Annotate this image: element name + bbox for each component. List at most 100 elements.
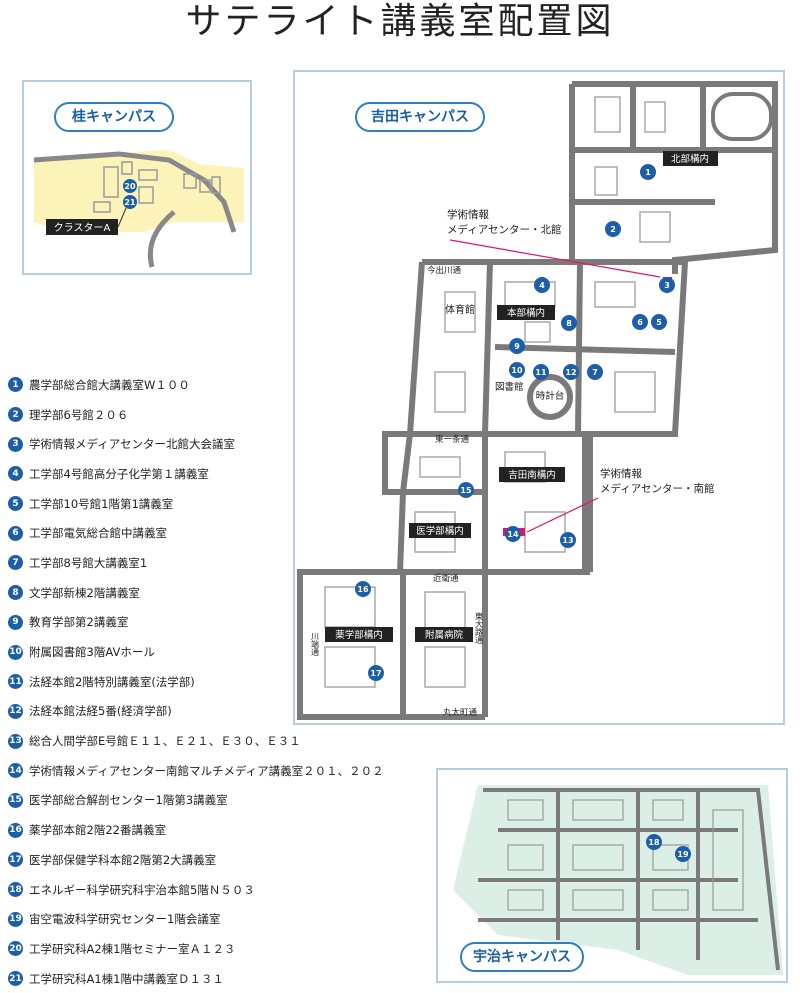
marker-5[interactable] bbox=[651, 314, 667, 330]
marker-21[interactable] bbox=[123, 195, 137, 209]
marker-16[interactable] bbox=[355, 581, 371, 597]
uji-map: 18 19 bbox=[453, 785, 783, 975]
legend-text: 工学部4号館高分子化学第１講義室 bbox=[29, 466, 209, 481]
yoshida-roads bbox=[297, 81, 778, 720]
legend-number-badge: 2 bbox=[8, 407, 23, 423]
legend-text: 文学部新棟2階講義室 bbox=[29, 585, 140, 600]
legend-number-badge: 4 bbox=[8, 466, 23, 482]
legend-item: 12 法経本館法経5番(経済学部) bbox=[8, 697, 428, 727]
marker-4[interactable] bbox=[534, 277, 550, 293]
marker-10[interactable] bbox=[509, 362, 525, 378]
yoshida-campus-pill: 吉田キャンパス bbox=[355, 102, 485, 132]
katsura-road bbox=[33, 151, 237, 233]
marker-9[interactable] bbox=[509, 338, 525, 354]
legend-number-badge: 21 bbox=[8, 971, 23, 987]
marker-12[interactable] bbox=[563, 364, 579, 380]
legend-number-badge: 11 bbox=[8, 674, 23, 690]
legend-number-badge: 20 bbox=[8, 941, 23, 957]
marker-11[interactable] bbox=[533, 364, 549, 380]
svg-text:13: 13 bbox=[562, 536, 573, 545]
yoshida-campus-panel: 北部構内 学術情報 メディアセンター・北館 今出川通 体育館 本部構内 図書館 … bbox=[293, 70, 785, 725]
katsura-campus-panel: 20 21 クラスターA 桂キャンパス bbox=[22, 80, 252, 275]
legend-item: 10 附属図書館3階AVホール bbox=[8, 637, 428, 667]
svg-text:10: 10 bbox=[511, 366, 523, 375]
svg-text:15: 15 bbox=[460, 486, 472, 495]
legend-number-badge: 7 bbox=[8, 555, 23, 571]
marker-18[interactable] bbox=[646, 834, 662, 850]
svg-text:11: 11 bbox=[535, 368, 547, 377]
legend-text: 教育学部第2講義室 bbox=[29, 615, 129, 630]
svg-text:20: 20 bbox=[124, 182, 136, 191]
media-south-label-2: メディアセンター・南館 bbox=[600, 482, 715, 495]
legend-number-badge: 14 bbox=[8, 763, 23, 779]
yoshida-minami-label: 吉田南構内 bbox=[508, 469, 556, 481]
uji-campus-panel: 18 19 宇治キャンパス bbox=[436, 768, 788, 983]
yakugakubu-label: 薬学部構内 bbox=[335, 629, 383, 641]
marker-2[interactable] bbox=[605, 221, 621, 237]
marker-8[interactable] bbox=[561, 315, 577, 331]
svg-text:16: 16 bbox=[357, 585, 369, 594]
legend-item: 13 総合人間学部E号館Ｅ１１、Ｅ２１、Ｅ３０、Ｅ３１ bbox=[8, 726, 428, 756]
library-label: 図書館 bbox=[495, 381, 524, 393]
svg-text:19: 19 bbox=[677, 850, 689, 859]
marker-13[interactable] bbox=[560, 532, 576, 548]
marker-6[interactable] bbox=[632, 314, 648, 330]
honbu-label: 本部構内 bbox=[507, 307, 545, 319]
marker-7[interactable] bbox=[587, 364, 603, 380]
legend-number-badge: 15 bbox=[8, 792, 23, 808]
cluster-a-label-box bbox=[46, 219, 118, 235]
marker-20[interactable] bbox=[123, 179, 137, 193]
legend-item: 14 学術情報メディアセンター南館マルチメディア講義室２０１、２０２ bbox=[8, 756, 428, 786]
uji-campus-pill: 宇治キャンパス bbox=[460, 942, 584, 972]
svg-text:7: 7 bbox=[592, 368, 598, 377]
svg-text:21: 21 bbox=[124, 198, 136, 207]
legend-number-badge: 16 bbox=[8, 822, 23, 838]
svg-text:2: 2 bbox=[610, 225, 616, 234]
higashi-ichijo-label: 東一条通 bbox=[435, 434, 470, 445]
clock-tower-circle bbox=[527, 374, 573, 420]
svg-text:4: 4 bbox=[539, 281, 545, 290]
svg-text:12: 12 bbox=[565, 368, 576, 377]
legend-text: エネルギー科学研究科宇治本館5階Ｎ５０３ bbox=[29, 882, 255, 897]
svg-text:9: 9 bbox=[514, 342, 520, 351]
legend-number-badge: 12 bbox=[8, 703, 23, 719]
media-south-label-1: 学術情報 bbox=[600, 467, 642, 480]
legend-number-badge: 13 bbox=[8, 733, 23, 749]
marker-19[interactable] bbox=[675, 846, 691, 862]
svg-text:18: 18 bbox=[648, 838, 660, 847]
svg-text:8: 8 bbox=[566, 319, 572, 328]
legend-text: 学術情報メディアセンター南館マルチメディア講義室２０１、２０２ bbox=[29, 763, 384, 778]
legend-text: 総合人間学部E号館Ｅ１１、Ｅ２１、Ｅ３０、Ｅ３１ bbox=[29, 734, 301, 749]
legend-number-badge: 10 bbox=[8, 644, 23, 660]
media-north-label-2: メディアセンター・北館 bbox=[447, 223, 562, 236]
katsura-campus-pill: 桂キャンパス bbox=[54, 102, 174, 132]
legend-number-badge: 9 bbox=[8, 614, 23, 630]
legend-text: 法経本館法経5番(経済学部) bbox=[29, 704, 172, 719]
legend-text: 附属図書館3階AVホール bbox=[29, 645, 155, 660]
svg-text:1: 1 bbox=[645, 168, 651, 177]
marker-15[interactable] bbox=[458, 482, 474, 498]
legend-text: 農学部総合館大講義室W１００ bbox=[29, 377, 190, 392]
marker-14[interactable] bbox=[505, 526, 521, 542]
katsura-map: 20 21 クラスターA bbox=[33, 150, 244, 268]
legend-text: 医学部保健学科本館2階第2大講義室 bbox=[29, 852, 217, 867]
legend-item: 2 理学部6号館２０６ bbox=[8, 400, 428, 430]
marker-17[interactable] bbox=[368, 665, 384, 681]
page-title: サテライト講義室配置図 bbox=[185, 1, 615, 42]
legend-item: 4 工学部4号館高分子化学第１講義室 bbox=[8, 459, 428, 489]
kitabu-label: 北部構内 bbox=[671, 153, 709, 165]
gym-label: 体育館 bbox=[445, 303, 475, 316]
svg-text:17: 17 bbox=[370, 669, 381, 678]
marker-3[interactable] bbox=[659, 277, 675, 293]
marker-1[interactable] bbox=[640, 164, 656, 180]
legend-text: 理学部6号館２０６ bbox=[29, 407, 129, 422]
